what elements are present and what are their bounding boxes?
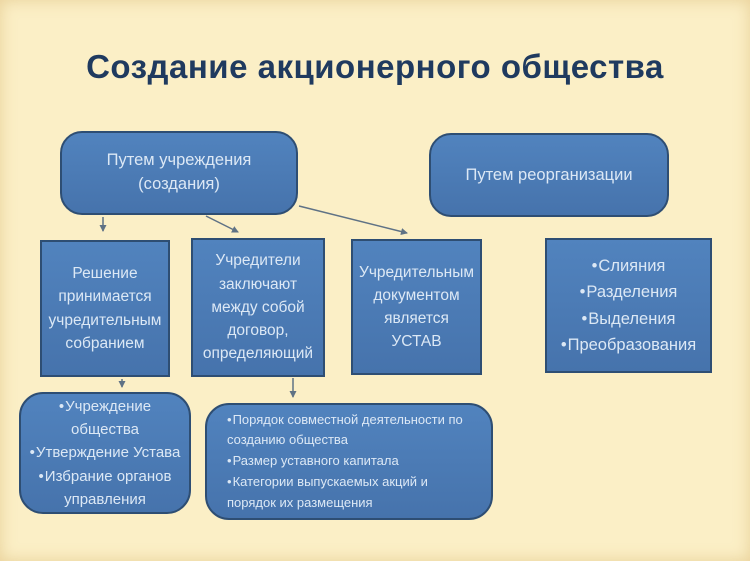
node-founding-label: Путем учреждения (создания) <box>106 151 252 193</box>
node-decision-label: Решение принимается учредительным собран… <box>48 265 162 352</box>
node-reorganization-label: Путем реорганизации <box>465 165 633 184</box>
list-item: Разделения <box>561 279 696 305</box>
list-item: Выделения <box>561 306 696 332</box>
node-founding-actions: Учреждение общества Утверждение Устава И… <box>19 392 191 514</box>
node-charter-label: Учредительным документом является УСТАВ <box>358 263 475 351</box>
list-item: Слияния <box>561 253 696 279</box>
list-item: Учреждение общества <box>29 395 181 442</box>
list-item: Преобразования <box>561 332 697 358</box>
node-contract-contents: Порядок совместной деятельности по созда… <box>205 403 493 520</box>
node-reorganization-types: Слияния Разделения Выделения Преобразова… <box>545 238 712 373</box>
node-charter: Учредительным документом является УСТАВ <box>351 239 482 375</box>
node-founders-contract: Учредители заключают между собой договор… <box>191 238 325 377</box>
contract-contents-list: Порядок совместной деятельности по созда… <box>227 410 471 514</box>
list-item: Категории выпускаемых акций и порядок их… <box>227 472 471 514</box>
list-item: Размер уставного капитала <box>227 451 471 472</box>
arrow-founding-to-founders <box>205 215 239 233</box>
list-item: Избрание органов управления <box>29 465 181 512</box>
arrow-founding-to-charter <box>298 205 408 235</box>
node-founders-contract-label: Учредители заключают между собой договор… <box>202 252 314 363</box>
founding-actions-list: Учреждение общества Утверждение Устава И… <box>29 395 181 511</box>
reorganization-types-list: Слияния Разделения Выделения Преобразова… <box>561 253 697 359</box>
list-item: Порядок совместной деятельности по созда… <box>227 410 471 452</box>
node-founding: Путем учреждения (создания) <box>60 131 298 215</box>
node-reorganization: Путем реорганизации <box>429 133 669 217</box>
list-item: Утверждение Устава <box>29 441 181 464</box>
node-decision: Решение принимается учредительным собран… <box>40 240 170 377</box>
slide-title: Создание акционерного общества <box>86 48 664 85</box>
